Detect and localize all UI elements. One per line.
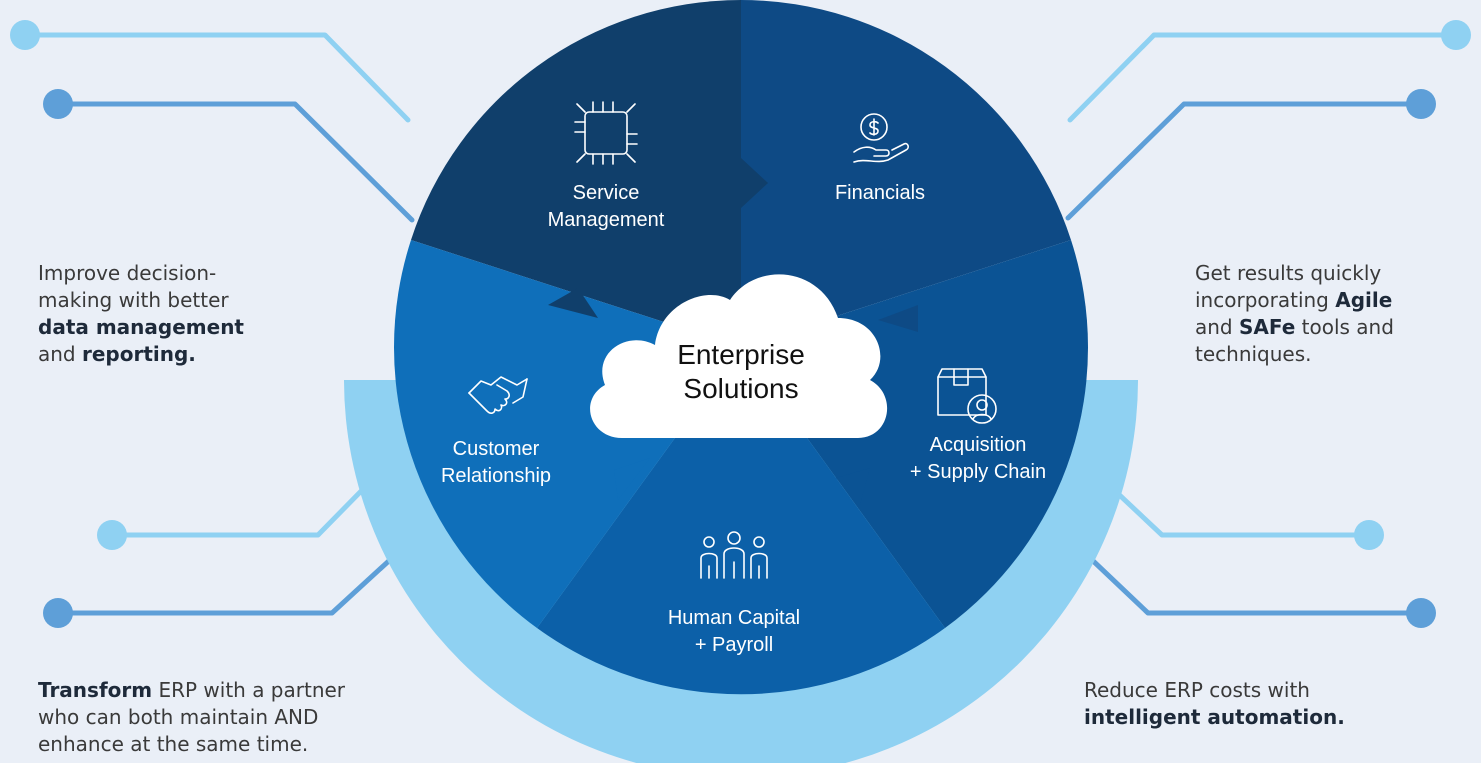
callout-top-left-bold1: data management [38,315,244,339]
connector-line-bottom-right-outer [1109,485,1372,538]
arrow-notch-left [548,288,598,318]
people-group-icon [700,531,768,579]
human-capital-line1: Human Capital [667,607,801,629]
arrow-notch-bottom-right [836,468,870,505]
cloud-shape [590,274,888,438]
segment-label-customer-relationship: Customer Relationship [406,436,586,490]
callout-top-right-bold2: SAFe [1238,315,1296,339]
connector-dots [10,20,1471,628]
callout-bottom-right: Reduce ERP costs with intelligent automa… [1084,677,1414,731]
callout-bottom-right-line1: Reduce ERP costs with [1084,678,1310,702]
callout-bottom-left-bold1: Transform [38,678,153,702]
customer-relationship-line1: Customer [452,438,540,460]
callout-top-right-bold1: Agile [1335,288,1393,312]
connector-line-top-right-outer [1067,32,1459,123]
connector-line-top-right-inner [1065,101,1424,221]
callout-bottom-left-line1b: ERP with a partner [152,678,346,702]
service-management-line1: Service [572,182,640,204]
acquisition-line2: + Supply Chain [909,461,1047,483]
connector-dot-bottom-right-inner [1406,598,1436,628]
callout-top-left-bold2: reporting. [81,342,196,366]
arrow-notch-bottom-left [614,458,650,500]
connector-line-top-left-inner [55,101,415,223]
hand-coin-icon [853,113,909,163]
connector-lines [22,32,1459,616]
callout-bottom-right-bold1: intelligent automation. [1084,705,1345,729]
center-title-line1: Enterprise [677,339,805,370]
connector-dot-top-right-outer [1441,20,1471,50]
segment-label-acquisition: Acquisition + Supply Chain [888,432,1068,486]
handshake-icon [468,376,528,414]
human-capital-line2: + Payroll [694,634,774,656]
segment-arrows [548,158,918,505]
box-person-icon [937,368,997,424]
connector-dot-bottom-left-inner [43,598,73,628]
callout-bottom-left-line2: who can both maintain AND [38,705,319,729]
callout-top-left: Improve decision- making with better dat… [38,260,328,368]
connector-dot-bottom-right-outer [1354,520,1384,550]
service-management-line2: Management [547,209,665,231]
callout-bottom-left-line3: enhance at the same time. [38,732,309,756]
arrow-notch-right [878,305,918,332]
segment-label-service-management: Service Management [516,180,696,234]
acquisition-line1: Acquisition [929,434,1027,456]
callout-top-right-line4: techniques. [1195,342,1312,366]
callout-top-right-line2a: incorporating [1195,288,1336,312]
callout-top-left-line4a: and [38,342,82,366]
segment-label-human-capital: Human Capital + Payroll [634,605,834,659]
callout-top-right-line3a: and [1195,315,1239,339]
connector-dot-top-left-inner [43,89,73,119]
callout-top-left-line2: making with better [38,288,229,312]
center-title: Enterprise Solutions [626,338,856,406]
segment-service-management[interactable] [411,0,741,347]
callout-top-right-line3b: tools and [1295,315,1394,339]
hands-collaboration-icon [574,101,638,165]
connector-line-bottom-left-inner [55,555,395,616]
connector-dot-top-left-outer [10,20,40,50]
customer-relationship-line2: Relationship [440,465,552,487]
segment-customer-relationship[interactable] [393,240,741,628]
callout-top-right-line1: Get results quickly [1195,261,1382,285]
connector-dot-bottom-left-outer [97,520,127,550]
segment-human-capital[interactable] [537,347,945,695]
callout-top-right: Get results quickly incorporating Agile … [1195,260,1475,368]
financials-line1: Financials [834,182,926,204]
connector-line-bottom-left-outer [109,477,375,538]
connector-dot-top-right-inner [1406,89,1436,119]
connector-line-top-left-outer [22,32,411,123]
segment-label-financials: Financials [800,180,960,207]
center-title-line2: Solutions [683,373,799,404]
arrow-notch-top [741,158,768,208]
callout-top-left-line1: Improve decision- [38,261,217,285]
segment-financials[interactable] [741,0,1071,347]
callout-bottom-left: Transform ERP with a partner who can bot… [38,677,438,758]
connector-line-bottom-right-inner [1087,555,1424,616]
